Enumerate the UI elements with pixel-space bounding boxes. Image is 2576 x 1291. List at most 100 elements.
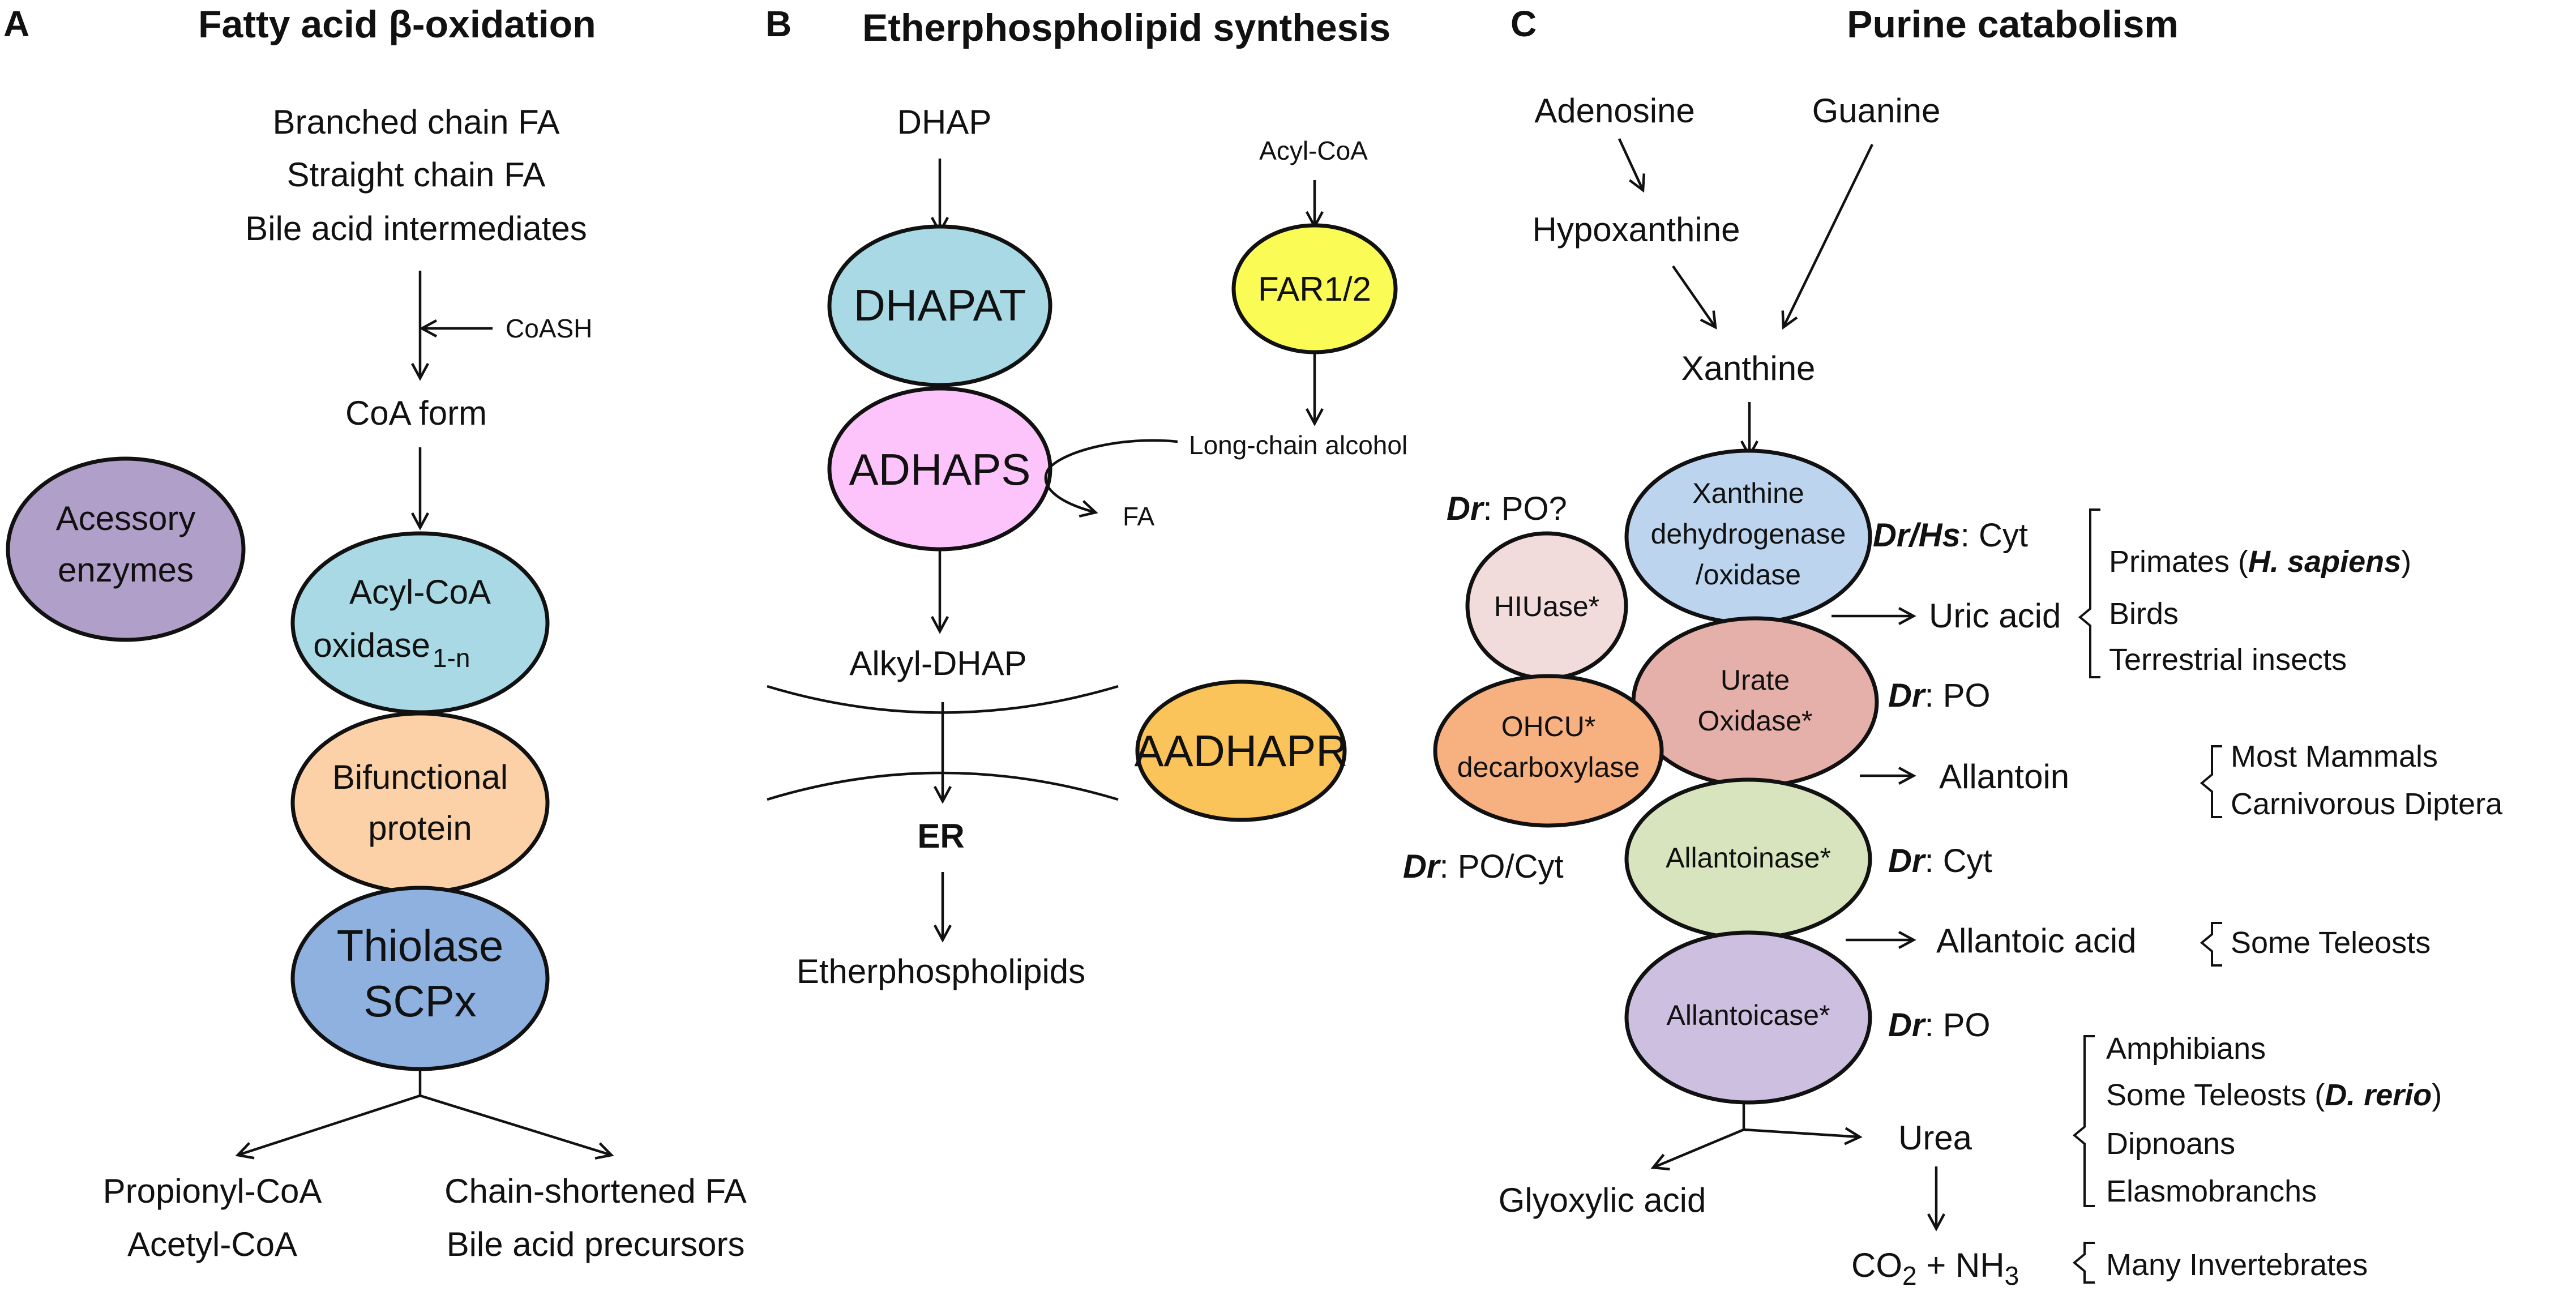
- arrow-to-chain-products: [420, 1094, 614, 1160]
- bracket-urea: [2072, 1035, 2095, 1207]
- xanthine-label: Xanthine: [1681, 349, 1816, 387]
- xdh-line2: dehydrogenase: [1651, 518, 1846, 550]
- group-some-teleosts-drerio: Some Teleosts (D. rerio): [2106, 1078, 2442, 1112]
- product-chain-shortened-fa: Chain-shortened FA: [444, 1172, 747, 1210]
- far12-label: FAR1/2: [1258, 270, 1371, 308]
- acyl-coa-oxidase-node: [290, 531, 550, 715]
- allantoin-label: Allantoin: [1939, 758, 2069, 796]
- group-carnivorous-diptera: Carnivorous Diptera: [2231, 787, 2503, 821]
- alkyl-dhap-label: Alkyl-DHAP: [849, 644, 1026, 682]
- teleosts-close: ): [2432, 1078, 2442, 1112]
- ohcu-line2: decarboxylase: [1457, 751, 1640, 783]
- panel-a: A Fatty acid β-oxidation Branched chain …: [3, 3, 747, 1263]
- aadhapr-node: [1135, 679, 1347, 822]
- cofactor-coash: CoASH: [506, 314, 592, 343]
- xdh-loc-text: : Cyt: [1961, 517, 2028, 554]
- uric-acid-label: Uric acid: [1929, 597, 2061, 635]
- xdh-localization: Dr/Hs: Cyt: [1873, 517, 2028, 554]
- ohcu-loc-species: Dr: [1403, 848, 1441, 885]
- arrow-to-short-products: [235, 1094, 421, 1160]
- primates-text: Primates (: [2109, 545, 2248, 579]
- allantoinase-loc-text: : Cyt: [1924, 843, 1992, 879]
- acyl-coa-oxidase-subscript: 1-n: [433, 643, 470, 673]
- ohcu-localization: Dr: PO/Cyt: [1403, 848, 1564, 885]
- fa-label: FA: [1123, 502, 1155, 531]
- arrow-alcohol-to-fa: [1044, 439, 1178, 518]
- urate-localization: Dr: PO: [1888, 677, 1991, 714]
- primates-species: H. sapiens: [2248, 545, 2401, 579]
- urate-oxidase-node: [1631, 616, 1879, 788]
- accessory-enzymes-node: [6, 456, 246, 642]
- bifunctional-protein-line2: protein: [368, 809, 472, 847]
- product-acetyl-coa: Acetyl-CoA: [127, 1225, 297, 1263]
- allantoicase-node: [1624, 930, 1872, 1105]
- hiuase-loc-text: : PO?: [1483, 490, 1567, 527]
- primates-close: ): [2401, 545, 2411, 579]
- substrate-bile-acid: Bile acid intermediates: [245, 210, 587, 247]
- glyoxylic-acid-label: Glyoxylic acid: [1499, 1181, 1706, 1219]
- group-primates: Primates (H. sapiens): [2109, 545, 2411, 579]
- arrow-adenosine-to-hypoxanthine: [1618, 138, 1646, 193]
- bracket-allantoic: [2200, 922, 2222, 967]
- allantoicase-localization: Dr: PO: [1888, 1007, 1991, 1044]
- dhapat-label: DHAPAT: [854, 280, 1026, 330]
- coa-form-label: CoA form: [345, 394, 487, 432]
- acyl-coa-label: Acyl-CoA: [1259, 136, 1368, 165]
- product-bile-acid-precursors: Bile acid precursors: [447, 1225, 745, 1263]
- hypoxanthine-label: Hypoxanthine: [1533, 211, 1740, 249]
- group-dipnoans: Dipnoans: [2106, 1127, 2235, 1161]
- xdh-line3: /oxidase: [1696, 559, 1801, 591]
- hiuase-loc-species: Dr: [1447, 490, 1485, 527]
- allantoicase-loc-text: : PO: [1924, 1007, 1990, 1044]
- group-birds: Birds: [2109, 597, 2179, 631]
- nh3-text: + NH: [1917, 1246, 2005, 1284]
- bracket-allantoin: [2200, 745, 2222, 818]
- co2-nh3-label: CO2 + NH3: [1851, 1246, 2019, 1290]
- xdh-loc-species: Dr/Hs: [1873, 517, 1961, 554]
- arrow-to-glyoxylic: [1650, 1128, 1744, 1171]
- acyl-coa-oxidase-line2: oxidase: [313, 626, 430, 664]
- panel-b-letter: B: [765, 3, 791, 44]
- product-propionyl-coa: Propionyl-CoA: [103, 1172, 322, 1210]
- urate-loc-species: Dr: [1888, 677, 1927, 714]
- group-most-mammals: Most Mammals: [2231, 739, 2438, 773]
- accessory-enzymes-line2: enzymes: [58, 551, 194, 589]
- panel-c: C Purine catabolism Adenosine Guanine Hy…: [1403, 3, 2503, 1290]
- allantoinase-label: Allantoinase*: [1666, 842, 1831, 874]
- panel-a-letter: A: [3, 3, 29, 44]
- xdh-line1: Xanthine: [1692, 477, 1804, 509]
- group-elasmobranchs: Elasmobranchs: [2106, 1174, 2317, 1208]
- dhap-label: DHAP: [897, 103, 992, 141]
- ohcu-line1: OHCU*: [1501, 711, 1596, 742]
- group-amphibians: Amphibians: [2106, 1032, 2266, 1066]
- panel-c-title: Purine catabolism: [1847, 3, 2179, 46]
- allantoinase-loc-species: Dr: [1888, 843, 1927, 879]
- allantoinase-localization: Dr: Cyt: [1888, 843, 1992, 879]
- urate-oxidase-line2: Oxidase*: [1698, 705, 1813, 737]
- urea-label: Urea: [1898, 1119, 1972, 1157]
- ohcu-loc-text: : PO/Cyt: [1439, 848, 1563, 885]
- group-terrestrial-insects: Terrestrial insects: [2109, 643, 2347, 677]
- bracket-uric-acid: [2078, 508, 2100, 678]
- acyl-coa-oxidase-line1: Acyl-CoA: [349, 573, 491, 611]
- urate-loc-text: : PO: [1924, 677, 1990, 714]
- long-chain-alcohol-label: Long-chain alcohol: [1189, 430, 1407, 460]
- bracket-co2: [2072, 1242, 2095, 1284]
- allantoicase-loc-species: Dr: [1888, 1007, 1927, 1044]
- guanine-label: Guanine: [1812, 92, 1941, 130]
- arrow-hypoxanthine-to-xanthine: [1672, 265, 1717, 330]
- panel-b: B Etherphospholipid synthesis DHAP Acyl-…: [765, 3, 1407, 990]
- teleosts-species: D. rerio: [2325, 1078, 2432, 1112]
- panel-c-letter: C: [1510, 3, 1537, 44]
- adhaps-label: ADHAPS: [849, 444, 1031, 494]
- teleosts-text: Some Teleosts (: [2106, 1078, 2325, 1112]
- arrow-to-urea: [1743, 1127, 1863, 1145]
- co2-text: CO: [1851, 1246, 1902, 1284]
- group-some-teleosts: Some Teleosts: [2231, 926, 2430, 960]
- accessory-enzymes-line1: Acessory: [56, 499, 196, 537]
- substrate-branched-fa: Branched chain FA: [273, 103, 560, 141]
- panel-a-title: Fatty acid β-oxidation: [198, 3, 596, 46]
- ohcu-decarboxylase-node: [1433, 674, 1664, 828]
- co2-subscript: 2: [1902, 1261, 1917, 1290]
